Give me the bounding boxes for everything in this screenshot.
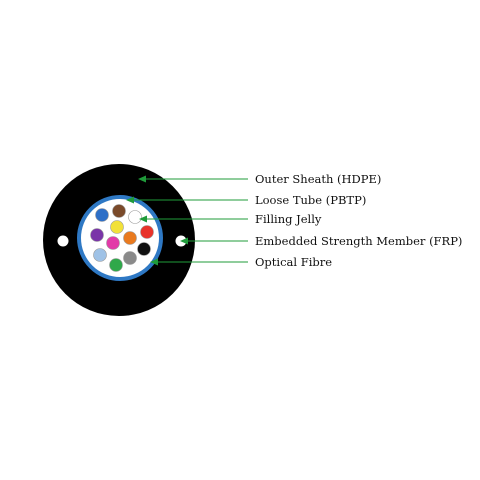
fibre-green [109, 258, 123, 272]
arrowhead-strength-member [180, 237, 188, 245]
strength-member-left [57, 235, 69, 247]
fibre-grey [123, 251, 137, 265]
label-outer-sheath: Outer Sheath (HDPE) [255, 172, 381, 186]
arrowhead-loose-tube [126, 196, 134, 204]
fibre-black [137, 242, 151, 256]
fibre-yellow [110, 220, 124, 234]
optical-fibres [90, 204, 154, 272]
label-filling-jelly: Filling Jelly [255, 212, 322, 226]
fibre-orange [123, 231, 137, 245]
leader-lines [130, 178, 248, 263]
fibre-blue [95, 208, 109, 222]
arrowhead-filling-jelly [139, 215, 147, 223]
fibre-violet [90, 228, 104, 242]
fibre-brown [112, 204, 126, 218]
leader-arrowheads [126, 175, 188, 266]
fibre-red [140, 225, 154, 239]
fibre-light-blue [93, 248, 107, 262]
fibre-white [128, 210, 142, 224]
label-strength-member: Embedded Strength Member (FRP) [255, 234, 462, 248]
fibre-pink [106, 236, 120, 250]
label-optical-fibre: Optical Fibre [255, 255, 332, 269]
arrowhead-outer-sheath [138, 175, 146, 183]
arrowhead-optical-fibre [150, 258, 158, 266]
label-loose-tube: Loose Tube (PBTP) [255, 193, 366, 207]
